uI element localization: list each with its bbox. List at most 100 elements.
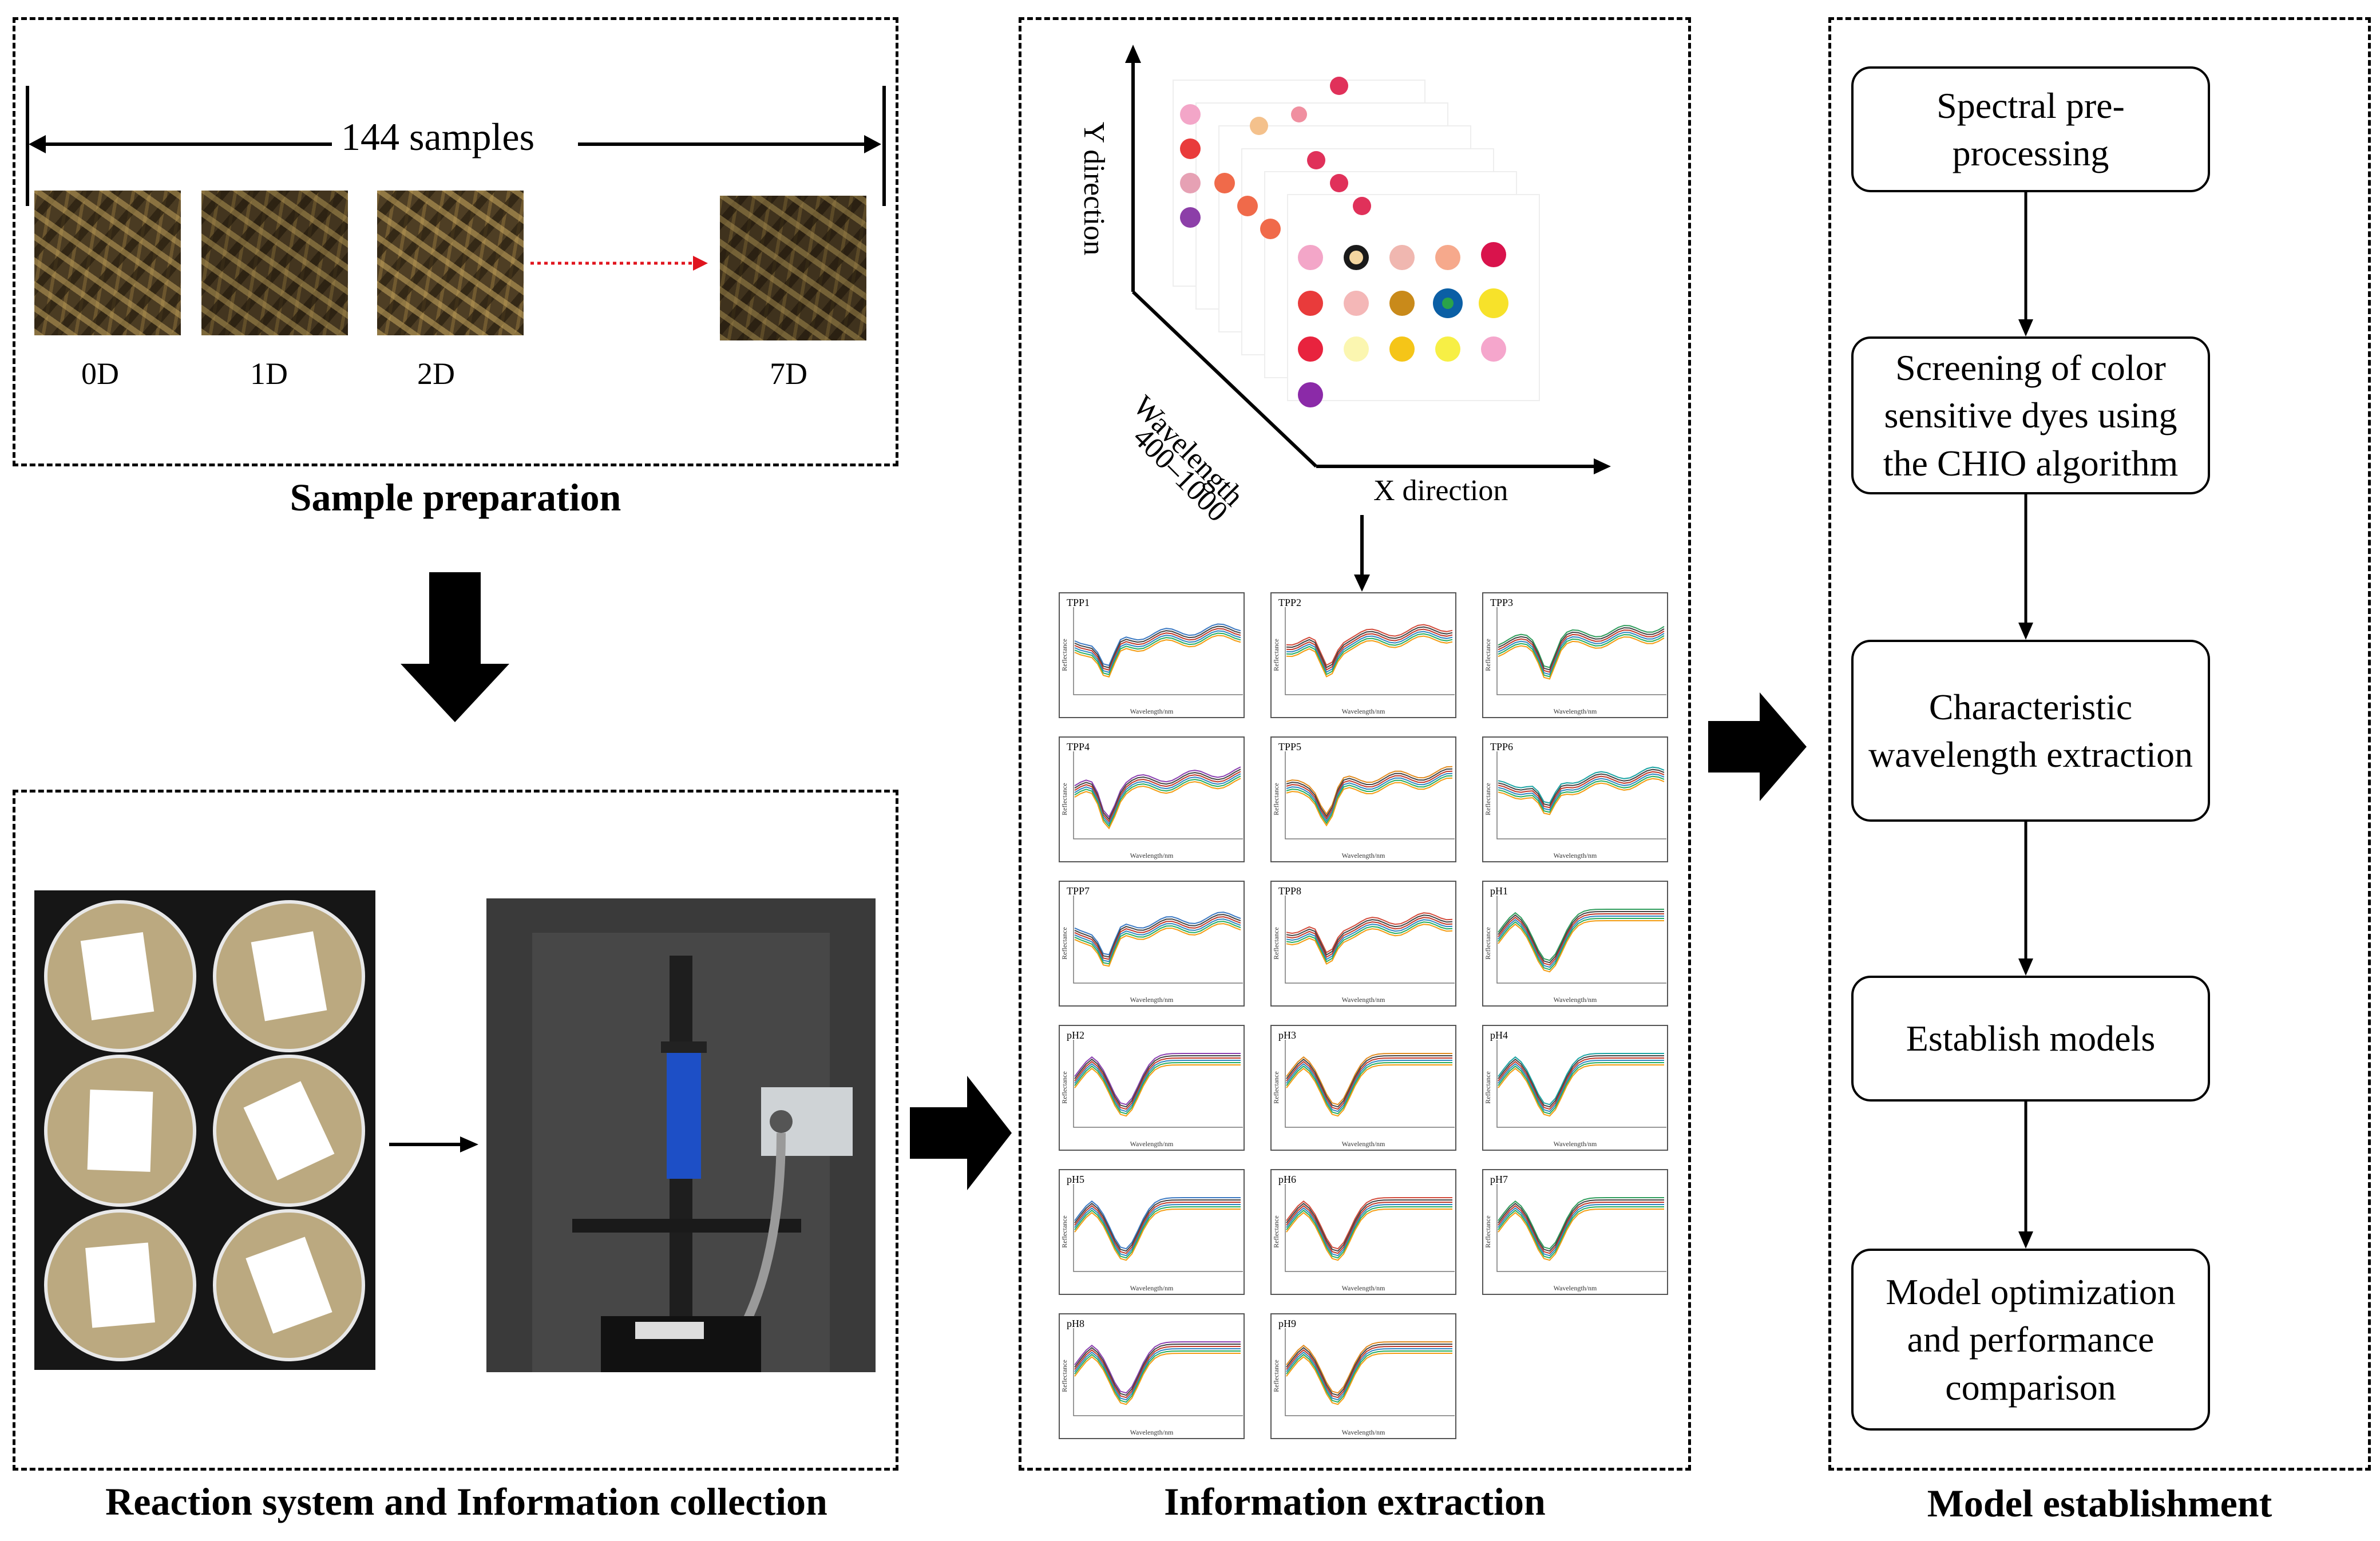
spectrum-curve — [1074, 1053, 1241, 1106]
spectrum-plot — [1496, 896, 1666, 984]
spectrum-curve — [1286, 1060, 1452, 1112]
spectrum-plot — [1496, 751, 1666, 839]
spectrum-curve — [1286, 624, 1453, 666]
dye-array-stack — [1167, 69, 1579, 435]
spectrum-ylabel: Reflectance — [1060, 639, 1068, 671]
spectrum-curve — [1286, 1350, 1452, 1403]
spectrum-label: pH5 — [1067, 1174, 1084, 1185]
information-extraction-panel — [1019, 17, 1691, 1471]
spectrum-curve — [1286, 1199, 1452, 1252]
spectrum-label: pH1 — [1490, 885, 1508, 897]
reaction-system-photo — [34, 890, 375, 1370]
spectrum-curve — [1286, 628, 1453, 671]
step-establish-models: Establish models — [1851, 976, 2210, 1102]
spectrum-xlabel: Wavelength/nm — [1341, 996, 1385, 1004]
spectrum-label: pH4 — [1490, 1029, 1508, 1041]
time-progress-arrow — [530, 256, 708, 271]
spectrum-curve — [1074, 916, 1241, 960]
step-wavelength-extraction: Characteristic wavelength extraction — [1851, 640, 2210, 822]
spectrum-ylabel: Reflectance — [1272, 639, 1280, 671]
spectrum-curve — [1498, 1206, 1664, 1259]
spectrum-curve — [1286, 921, 1453, 963]
spectrum-label: TPP7 — [1067, 885, 1090, 897]
day-label-1d: 1D — [250, 356, 288, 391]
spectrum-xlabel: Wavelength/nm — [1130, 851, 1174, 859]
spectrum-curve — [1286, 773, 1453, 822]
step-dye-screening: Screening of color sensitive dyes using … — [1851, 336, 2210, 494]
cube-to-spectra-arrow — [1354, 515, 1370, 592]
spectrum-xlabel: Wavelength/nm — [1553, 996, 1597, 1004]
spectrum-axes — [1285, 751, 1455, 839]
spectrum-xlabel: Wavelength/nm — [1553, 1284, 1597, 1292]
spectrum-curve — [1286, 1064, 1452, 1117]
spectrum-curve — [1286, 766, 1453, 815]
spectrum-curve — [1286, 1348, 1452, 1401]
spectrum-plot — [1496, 1040, 1666, 1128]
spectrum-xlabel: Wavelength/nm — [1341, 1140, 1385, 1148]
spectrum-axes — [1496, 1040, 1666, 1128]
spectrum-curve — [1286, 1062, 1452, 1115]
spectrum-ylabel: Reflectance — [1060, 1215, 1068, 1248]
spectrum-curve — [1074, 1348, 1241, 1401]
spectrum-curve — [1498, 1062, 1664, 1115]
spectrum-curve — [1286, 1346, 1452, 1399]
spectrum-curve — [1074, 1064, 1241, 1117]
spectrum-curve — [1074, 630, 1241, 674]
spectrum-ylabel: Reflectance — [1060, 783, 1068, 815]
spectrum-curve — [1498, 1209, 1664, 1261]
sample-photo-1d — [201, 191, 348, 335]
spectrum-axes — [1285, 896, 1455, 984]
spectrum-curve — [1074, 1344, 1241, 1396]
spectrum-axes — [1073, 751, 1243, 839]
spectrum-ylabel: Reflectance — [1272, 1215, 1280, 1248]
spectrum-curve — [1286, 914, 1453, 956]
spectrum-curve — [1498, 1053, 1664, 1106]
spectrum-label: TPP4 — [1067, 741, 1090, 752]
spectrum-ylabel: Reflectance — [1272, 927, 1280, 960]
sample-photo-7d — [720, 196, 866, 340]
spectrum-label: pH7 — [1490, 1174, 1508, 1185]
spectrum-plot — [1073, 896, 1243, 984]
spectrum-curve — [1498, 627, 1665, 671]
collection-arrow — [389, 1136, 478, 1152]
spectrum-axes — [1073, 607, 1243, 695]
spectrum-curve — [1286, 1353, 1452, 1405]
spectrum-curve — [1286, 917, 1453, 958]
spectrum-axes — [1073, 1184, 1243, 1272]
spectrum-curve — [1498, 629, 1665, 673]
sample-preparation-panel — [13, 17, 898, 466]
flow-arrows — [2018, 192, 2033, 1249]
spectrum-curve — [1074, 771, 1241, 823]
spectrum-curve — [1286, 1344, 1452, 1396]
spectrum-ylabel: Reflectance — [1483, 1215, 1492, 1248]
spectrum-xlabel: Wavelength/nm — [1553, 707, 1597, 715]
spectrum-plot — [1285, 1328, 1455, 1416]
spectrum-axes — [1285, 1328, 1455, 1416]
spectrum-curve — [1498, 778, 1665, 815]
spectrum-plot — [1285, 896, 1455, 984]
samples-range-arrow — [26, 86, 886, 206]
right-arrow-2 — [1708, 692, 1807, 801]
spectrum-curve — [1498, 775, 1665, 813]
spectrum-curve — [1074, 918, 1241, 962]
spectrum-curve — [1498, 911, 1664, 964]
spectrum-axes — [1285, 607, 1455, 695]
spectrum-curve — [1498, 1060, 1664, 1112]
spectrum-curve — [1286, 1204, 1452, 1257]
spectrum-curve — [1074, 1350, 1241, 1403]
spectrum-curve — [1286, 633, 1453, 675]
spectrum-label: TPP3 — [1490, 597, 1514, 608]
spectrum-xlabel: Wavelength/nm — [1341, 707, 1385, 715]
spectrum-curve — [1074, 921, 1241, 965]
day-label-0d: 0D — [81, 356, 119, 391]
information-extraction-caption: Information extraction — [1164, 1480, 1546, 1523]
spectrum-ylabel: Reflectance — [1060, 1360, 1068, 1392]
spectrum-label: pH3 — [1278, 1029, 1296, 1041]
spectrum-curve — [1498, 771, 1665, 809]
